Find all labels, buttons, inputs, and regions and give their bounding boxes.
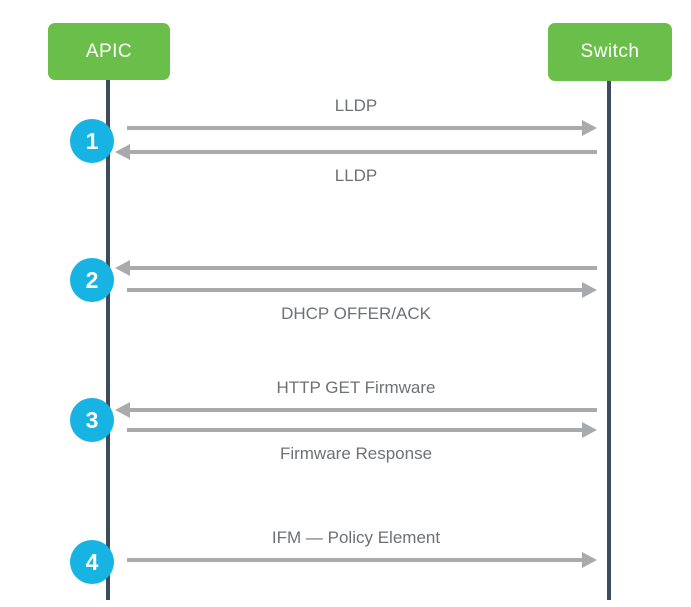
arrow-shaft — [127, 558, 584, 562]
actor-label-apic: APIC — [85, 40, 133, 62]
message-ifm-policy-element: IFM — Policy Element — [115, 528, 597, 568]
message-label: LLDP — [334, 96, 378, 115]
message-lldp-to-switch: LLDP — [115, 96, 597, 136]
step-number: 1 — [85, 127, 99, 154]
lifeline-apic — [106, 60, 110, 600]
message-http-get-firmware: HTTP GET Firmware — [115, 378, 597, 418]
actor-label-switch: Switch — [580, 41, 640, 62]
arrowhead-left-icon — [115, 260, 130, 276]
arrowhead-right-icon — [582, 422, 597, 438]
message-label: Firmware Response — [279, 444, 433, 463]
arrow-shaft — [127, 288, 584, 292]
step-number: 2 — [85, 266, 99, 293]
step-badge-3: 3 — [70, 398, 114, 442]
step-number: 4 — [85, 548, 99, 575]
message-label: LLDP — [334, 166, 378, 185]
step-badge-2: 2 — [70, 258, 114, 302]
message-firmware-response: Firmware Response — [115, 422, 597, 463]
step-number: 3 — [85, 406, 99, 433]
message-dhcp-to-apic — [115, 260, 597, 276]
actor-box-switch: Switch — [548, 23, 672, 81]
arrow-shaft — [129, 408, 597, 412]
message-dhcp-offer-ack: DHCP OFFER/ACK — [115, 282, 597, 323]
arrowhead-right-icon — [582, 552, 597, 568]
arrow-shaft — [127, 126, 584, 130]
step-badge-4: 4 — [70, 540, 114, 584]
arrowhead-left-icon — [115, 144, 130, 160]
arrowhead-left-icon — [115, 402, 130, 418]
arrowhead-right-icon — [582, 120, 597, 136]
arrow-shaft — [127, 428, 584, 432]
message-label: HTTP GET Firmware — [276, 378, 436, 397]
arrowhead-right-icon — [582, 282, 597, 298]
lifeline-switch — [607, 60, 611, 600]
actor-box-apic: APIC — [48, 23, 170, 80]
step-badge-1: 1 — [70, 119, 114, 163]
message-label: IFM — Policy Element — [271, 528, 441, 547]
message-lldp-to-apic: LLDP — [115, 144, 597, 185]
message-label: DHCP OFFER/ACK — [281, 304, 431, 323]
arrow-shaft — [129, 266, 597, 270]
arrow-shaft — [129, 150, 597, 154]
